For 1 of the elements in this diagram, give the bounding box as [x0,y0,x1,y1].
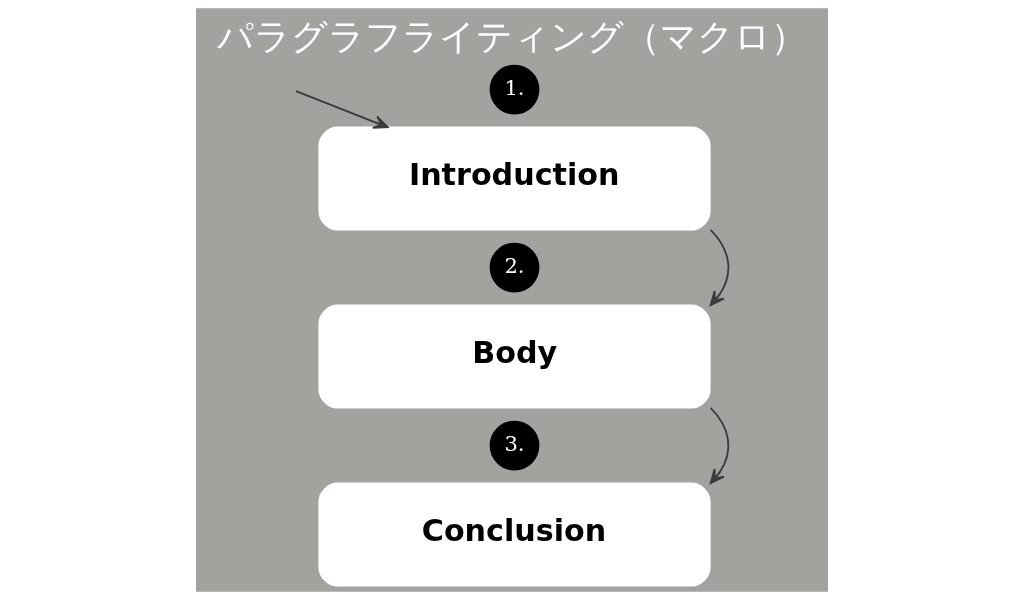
diagram-title: パラグラフライティング（マクロ） [217,15,807,59]
